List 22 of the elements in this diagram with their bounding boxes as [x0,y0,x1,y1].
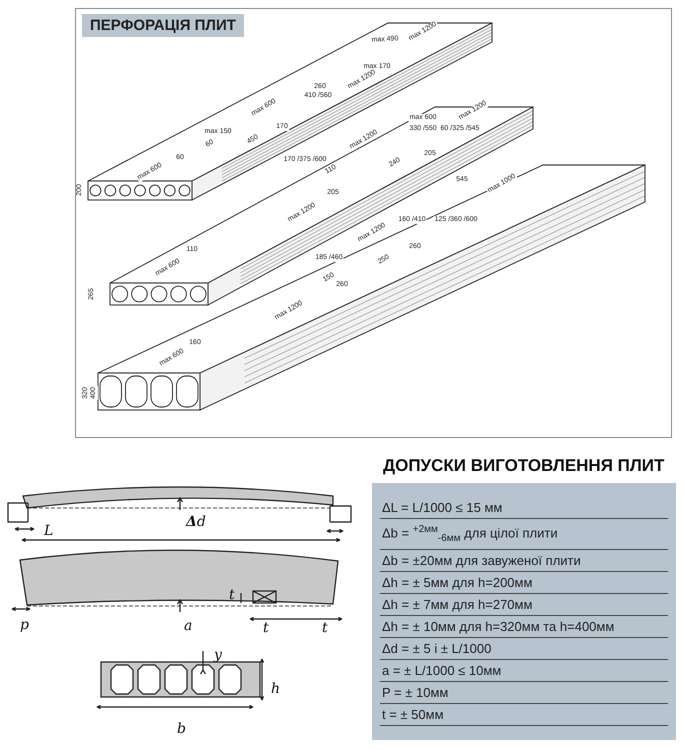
dimension-letter: b [177,722,186,737]
dimension-letter: t [263,621,269,636]
dimension-letter: h [271,682,280,697]
tolerance-formula: P = ± 10мм [380,682,668,704]
dimension-letter: L [44,524,54,539]
tolerance-formula: Δb = ±20мм для завуженої плити [380,550,668,572]
tolerance-formula: ΔL = L/1000 ≤ 15 мм [380,497,668,519]
tolerance-formula: a = ± L/1000 ≤ 10мм [380,660,668,682]
dimension-letter: y [214,648,222,663]
dimension-letter: a [184,619,192,634]
tolerance-formula: t = ± 50мм [380,704,668,726]
tolerance-formula: Δh = ± 10мм для h=320мм та h=400мм [380,616,668,638]
section-heading: ДОПУСКИ ВИГОТОВЛЕННЯ ПЛИТ [383,456,664,476]
dimension-letter: p [20,618,29,633]
dimension-letter: t [322,621,328,636]
tolerance-formula: Δd = ± 5 і ± L/1000 [380,638,668,660]
panel-heading: ПЕРФОРАЦІЯ ПЛИТ [82,14,244,37]
tolerance-formula: Δh = ± 7мм для h=270мм [380,594,668,616]
tolerance-formula: Δh = ± 5мм для h=200мм [380,572,668,594]
tolerance-formula: Δb = $^{+2мм}$$_{-6мм}$ для цілої плити [380,519,668,550]
dimension-letter: Δd [186,515,206,530]
dimension-letter: t [229,588,235,603]
